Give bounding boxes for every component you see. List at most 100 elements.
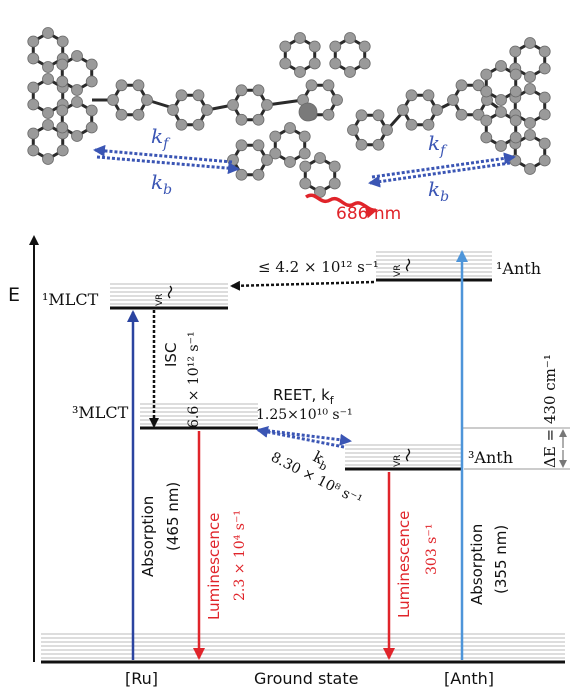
molecule-structure: kf kb kf kb 686 nm (27, 27, 551, 224)
carbon-atom (192, 118, 205, 131)
carbon-atom (524, 163, 536, 175)
carbon-atom (298, 130, 311, 143)
carbon-atom (455, 108, 468, 121)
carbon-atom (252, 139, 265, 152)
top-rate-label: ≤ 4.2 × 10¹² s⁻¹ (258, 258, 379, 276)
carbon-atom (71, 130, 83, 142)
carbon-atom (71, 50, 83, 62)
carbon-atom (538, 45, 551, 58)
carbon-atom (27, 127, 40, 140)
kb-left-arrow (93, 144, 233, 164)
carbon-atom (85, 75, 98, 88)
label-3mlct: ³MLCT (72, 403, 129, 422)
reet-kf-arrow (261, 428, 352, 446)
carbon-atom (358, 40, 371, 53)
carbon-atom (328, 177, 341, 190)
vr-1mlct: VR (155, 285, 173, 306)
carbon-atom (344, 32, 356, 44)
carbon-atom (56, 121, 69, 134)
carbon-atom (495, 106, 507, 118)
svg-text:VR: VR (393, 455, 403, 467)
energy-transfer-arrow (230, 280, 375, 291)
svg-text:VR: VR (393, 265, 403, 277)
carbon-atom (495, 60, 507, 72)
ruthenium-atom (298, 102, 318, 122)
carbon-atom (329, 57, 342, 70)
carbon-atom (107, 94, 119, 106)
carbon-atom (355, 109, 368, 122)
isc-label: ISC (162, 343, 180, 367)
carbon-atom (344, 66, 356, 78)
carbon-atom (261, 99, 273, 111)
carbon-atom (308, 40, 321, 53)
carbon-atom (227, 154, 239, 166)
carbon-atom (447, 94, 459, 106)
carbon-atom (235, 84, 248, 97)
kf-left-arrow (96, 155, 240, 175)
carbon-atom (42, 73, 54, 85)
carbon-atom (252, 84, 265, 97)
carbon-atom (235, 113, 248, 126)
emission-squiggle (304, 193, 378, 219)
carbon-atom (27, 144, 40, 157)
kf-right-label: kf (428, 131, 448, 159)
carbon-atom (132, 79, 145, 92)
carbon-atom (305, 79, 318, 92)
reet-rate: 1.25×10¹⁰ s⁻¹ (256, 407, 353, 423)
carbon-atom (115, 79, 128, 92)
carbon-atom (322, 108, 335, 121)
carbon-atom (27, 52, 40, 65)
carbon-atom (495, 140, 507, 152)
carbon-atom (509, 85, 522, 98)
carbon-atom (175, 89, 188, 102)
label-1mlct: ¹MLCT (42, 290, 99, 309)
carbon-atom (201, 104, 213, 116)
carbon-atom (235, 168, 248, 181)
vibrational-levels (41, 251, 565, 659)
carbon-atom (294, 66, 306, 78)
carbon-atom (372, 109, 385, 122)
carbon-atom (381, 124, 393, 136)
carbon-atom (167, 104, 179, 116)
carbon-atom (294, 32, 306, 44)
carbon-atom (314, 152, 326, 164)
vr-3anth: VR (393, 448, 411, 467)
carbon-atom (524, 117, 536, 129)
svg-text:VR: VR (155, 294, 165, 306)
carbon-atom (331, 94, 343, 106)
carbon-atom (269, 147, 282, 160)
carbon-atom (524, 37, 536, 49)
carbon-atom (347, 124, 359, 136)
reet-kb-arrow (256, 426, 345, 449)
absorption-left-label: Absorption (139, 496, 157, 577)
carbon-atom (261, 154, 273, 166)
absorption-left-nm: (465 nm) (164, 482, 182, 551)
vr-1anth: VR (393, 258, 411, 277)
carbon-atom (431, 104, 443, 116)
carbon-atom (42, 119, 54, 131)
carbon-atom (56, 75, 69, 88)
carbon-atom (298, 147, 311, 160)
carbon-atom (284, 156, 296, 168)
carbon-atom (480, 131, 493, 144)
carbon-atom (405, 118, 418, 131)
carbon-atom (42, 153, 54, 165)
carbon-atom (422, 118, 435, 131)
carbon-atom (328, 160, 341, 173)
carbon-atom (252, 168, 265, 181)
carbon-atom (279, 57, 292, 70)
carbon-atom (115, 108, 128, 121)
carbon-atom (27, 98, 40, 111)
carbon-atom (509, 114, 522, 127)
reet-label: REET, kf (273, 386, 335, 407)
carbon-atom (322, 79, 335, 92)
carbon-atom (85, 104, 98, 117)
carbon-atom (85, 58, 98, 71)
carbon-atom (538, 137, 551, 150)
bottom-label-anth: [Anth] (444, 669, 494, 688)
carbon-atom (480, 85, 493, 98)
kf-left-label: kf (151, 124, 171, 152)
carbon-atom (299, 160, 312, 173)
carbon-atom (141, 94, 153, 106)
